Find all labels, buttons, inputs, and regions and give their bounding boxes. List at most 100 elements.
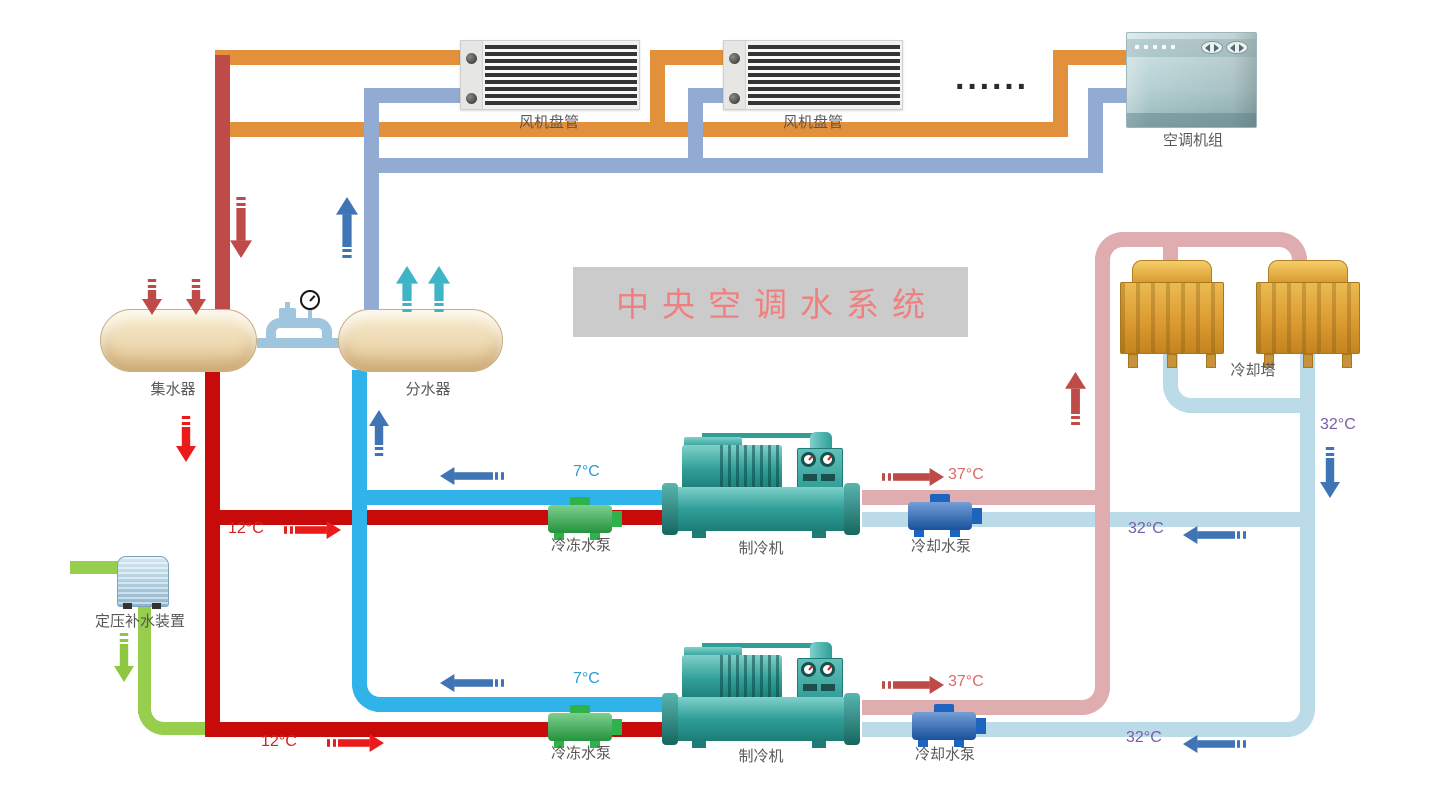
pipe-chilled-supply-2 — [376, 697, 672, 712]
temp-chilled-return-1: 12°C — [228, 520, 264, 537]
pipe-makeup-inlet — [70, 561, 120, 574]
pressure-gauge-icon — [300, 290, 320, 310]
chiller-cap-right — [844, 483, 860, 535]
chiller-shell — [662, 697, 860, 741]
bypass-valve-handle — [285, 302, 290, 309]
chiller-foot — [812, 530, 826, 538]
pump-nub — [612, 719, 622, 735]
pump-foot — [918, 740, 928, 747]
tower-foot — [1264, 354, 1274, 368]
tower-foot — [1128, 354, 1138, 368]
indicator-dot-icon — [1162, 45, 1166, 49]
tower-fan-cap — [1268, 260, 1348, 284]
ahu-bottom-strip — [1127, 113, 1256, 127]
flow-arrow-down-icon — [114, 633, 134, 682]
cooling-water-pump-2 — [910, 702, 988, 750]
flow-arrow-right-icon — [882, 676, 944, 694]
vent-icon — [1201, 41, 1223, 54]
tower-body — [1256, 282, 1360, 354]
pipe-fancoil1-supply — [364, 88, 470, 103]
pump-body — [548, 713, 612, 741]
pipe-elbow — [1285, 707, 1315, 737]
indicator-dot-icon — [1171, 45, 1175, 49]
cooling-pump-2-label: 冷却水泵 — [914, 746, 976, 763]
pump-foot — [590, 533, 600, 540]
cooling-tower-label: 冷却塔 — [1230, 362, 1276, 379]
flow-arrow-right-icon — [284, 521, 341, 539]
ahu-unit — [1126, 32, 1257, 128]
chiller-top-cylinder — [810, 642, 832, 660]
chiller-2-label: 制冷机 — [738, 748, 784, 765]
chiller-foot — [692, 740, 706, 748]
fan-coil-1-label: 风机盘管 — [518, 114, 580, 131]
vent-icon — [1226, 41, 1248, 54]
pipe-cooling-out-2 — [862, 700, 1084, 715]
pipe-ahu-supply-h — [1088, 88, 1131, 103]
panel-slot — [821, 474, 835, 481]
pipe-bluegray-main — [364, 158, 1103, 173]
chiller-shell — [662, 487, 860, 531]
chiller-unit-1 — [662, 430, 862, 540]
ellipsis-dots: ······ — [955, 68, 1029, 106]
pump-top — [930, 494, 950, 504]
ahu-top-strip — [1127, 39, 1256, 57]
pump-body — [908, 502, 972, 530]
pump-foot — [590, 741, 600, 748]
flow-arrow-right-icon — [882, 468, 944, 486]
pipe-collector-riser — [215, 55, 230, 312]
chiller-top-pipe — [702, 433, 820, 438]
chiller-top-bar — [684, 437, 742, 447]
flow-arrow-down-icon — [1320, 447, 1340, 498]
port-knob-icon — [729, 53, 740, 64]
pump-body — [912, 712, 976, 740]
fan-coil-unit-1 — [460, 40, 640, 110]
pipe-ahu-return-riser — [1053, 50, 1068, 137]
chiller-cap-left — [662, 693, 678, 745]
pump-top — [934, 704, 954, 714]
pipe-makeup-vertical — [138, 605, 151, 714]
coil-fins — [748, 45, 900, 105]
chiller-top-bar — [684, 647, 742, 657]
fan-coil-2-label: 风机盘管 — [782, 114, 844, 131]
pipe-cooling-out-1 — [862, 490, 1095, 505]
chiller-fins — [720, 655, 782, 700]
pump-foot — [554, 533, 564, 540]
tower-foot — [1206, 354, 1216, 368]
makeup-tank — [117, 556, 169, 607]
pump-nub — [612, 511, 622, 527]
pipe-fancoil1-return — [215, 50, 470, 65]
panel-slot — [803, 474, 817, 481]
chiller-foot — [812, 740, 826, 748]
chilled-water-pump-2 — [546, 703, 624, 751]
pipe-chilled-return-vertical — [205, 370, 220, 737]
temp-cooling-return-top: 32°C — [1320, 416, 1356, 433]
flow-arrow-left-icon — [440, 467, 504, 485]
distributor-label: 分水器 — [405, 381, 451, 398]
pipe-elbow — [138, 709, 164, 735]
flow-arrow-up-icon — [369, 410, 389, 456]
indicator-dot-icon — [1144, 45, 1148, 49]
tower-foot — [1303, 354, 1313, 368]
indicator-dot-icon — [1153, 45, 1157, 49]
makeup-device-label: 定压补水装置 — [94, 613, 186, 630]
temp-chilled-supply-2: 7°C — [573, 670, 600, 687]
panel-slot — [803, 684, 817, 691]
temp-cooling-out-1: 37°C — [948, 466, 984, 483]
port-knob-icon — [466, 53, 477, 64]
chilled-water-pump-1 — [546, 495, 624, 543]
flow-arrow-up-icon — [336, 197, 358, 258]
collector-label: 集水器 — [150, 381, 196, 398]
coil-fins — [485, 45, 637, 105]
flow-arrow-down-icon — [186, 279, 206, 315]
cooling-pump-1-label: 冷却水泵 — [910, 538, 972, 555]
pipe-fancoil2-supply-riser — [688, 88, 703, 173]
port-knob-icon — [729, 93, 740, 104]
temp-cooling-out-2: 37°C — [948, 673, 984, 690]
chiller-cap-left — [662, 483, 678, 535]
chiller-unit-2 — [662, 640, 862, 750]
flow-arrow-left-icon — [440, 674, 504, 692]
pump-top — [570, 497, 590, 507]
ahu-label: 空调机组 — [1162, 132, 1224, 149]
chiller-top-pipe — [702, 643, 820, 648]
pipe-fancoil2-return-h — [650, 50, 728, 65]
